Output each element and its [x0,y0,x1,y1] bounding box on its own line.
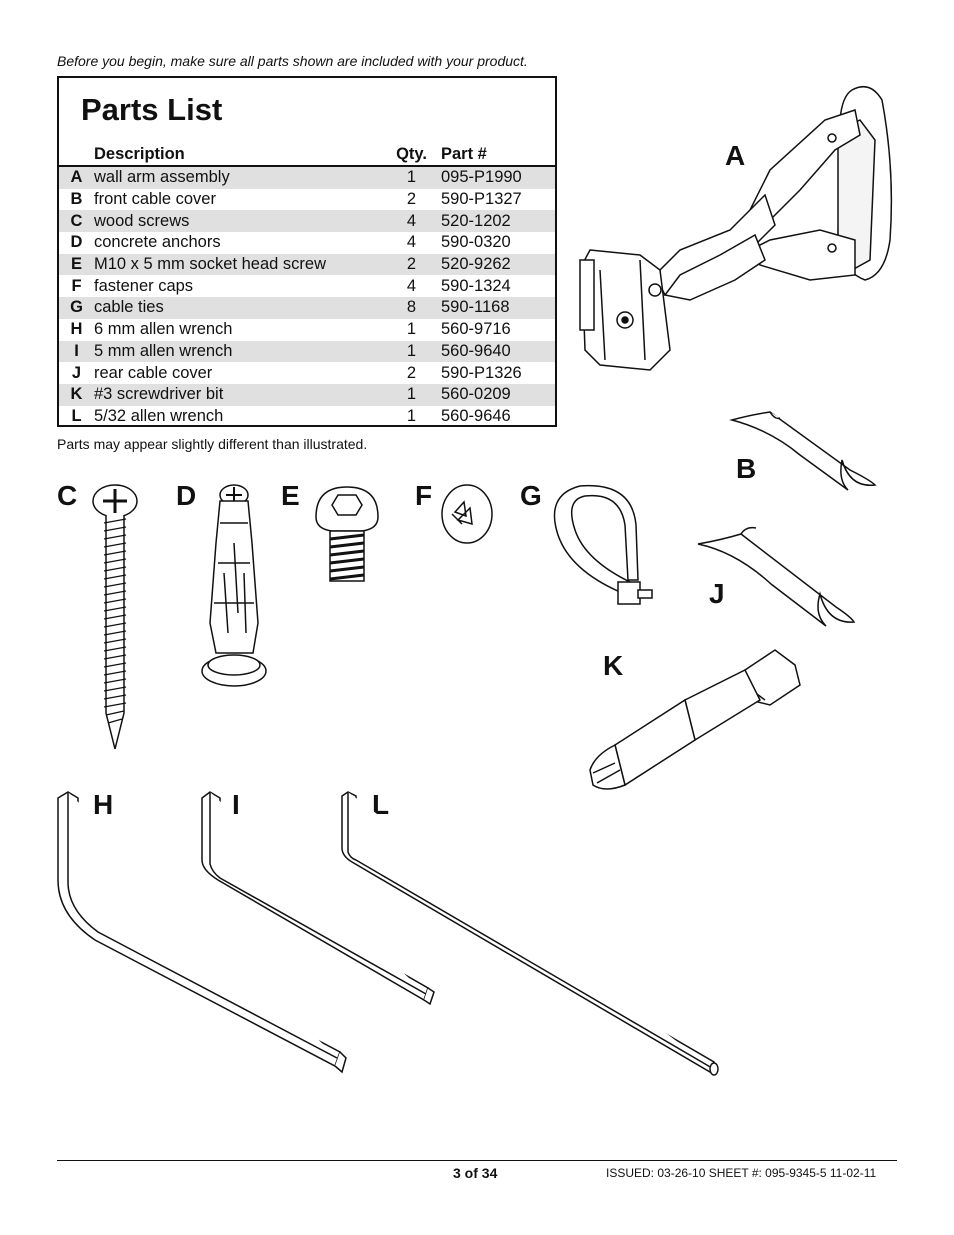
wood-screw-illustration [92,484,138,750]
screwdriver-bit-illustration [589,649,801,790]
socket-head-screw-illustration [315,486,379,582]
label-h: H [93,789,114,820]
label-l: L [372,789,390,820]
label-e: E [281,480,300,511]
label-c: C [57,480,78,511]
label-d: D [176,480,197,511]
rear-cable-cover-illustration [697,526,856,627]
intro-text: Before you begin, make sure all parts sh… [57,53,528,69]
label-b: B [736,453,757,484]
label-a: A [725,140,746,171]
concrete-anchor-illustration [201,484,267,687]
header-qty: Qty. [382,143,441,167]
label-g: G [520,480,542,511]
wall-arm-assembly-illustration [579,85,893,371]
issued-sheet-info: ISSUED: 03-26-10 SHEET #: 095-9345-5 11-… [606,1166,877,1180]
label-i: I [232,789,240,820]
footer-divider [57,1160,897,1161]
label-k: K [603,650,624,681]
front-cable-cover-illustration [729,411,877,491]
cable-tie-illustration [553,484,653,605]
page-number: 3 of 34 [453,1165,498,1181]
label-f: F [415,480,433,511]
header-part-number: Part # [441,143,555,167]
illustration-note: Parts may appear slightly different than… [57,436,368,452]
fastener-cap-illustration [441,484,493,544]
label-j: J [709,578,725,609]
allen-wrench-6mm-illustration [57,791,347,1074]
allen-wrench-5mm-illustration [201,791,435,1006]
allen-wrench-5-32-illustration [341,791,719,1076]
parts-table-header: Description Qty. Part # [59,143,555,167]
header-description: Description [94,143,382,167]
parts-list-title: Parts List [81,92,223,127]
